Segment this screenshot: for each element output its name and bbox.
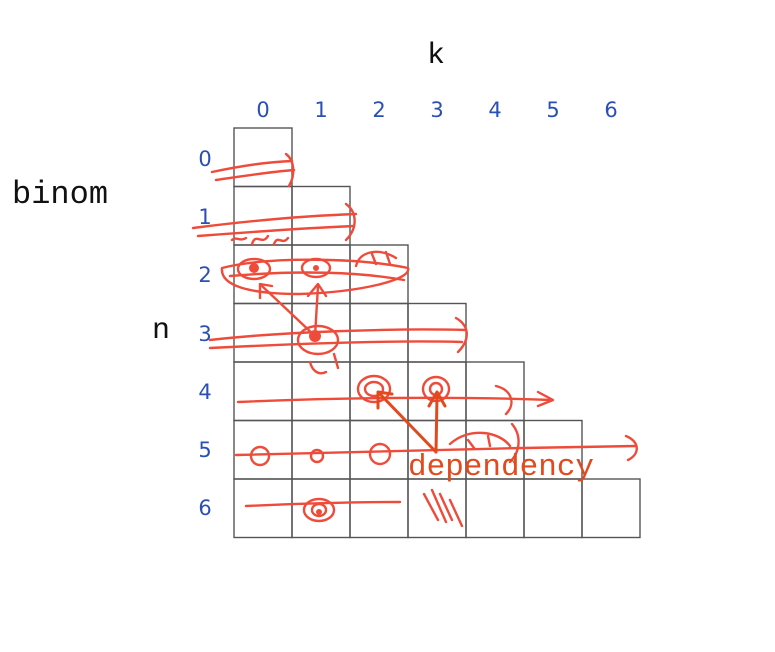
n-index: 2	[198, 263, 211, 287]
row-sweep-arrow-0	[210, 152, 296, 188]
grid-cell-5-0	[233, 419, 293, 480]
dependency-arrows-row5	[376, 390, 447, 454]
circle-cell-6-1	[302, 497, 336, 523]
binom-title: binom	[12, 176, 108, 213]
dot-cell-2-0	[249, 263, 259, 273]
dependency-arrows-row3	[258, 282, 328, 338]
circle-cell-5-1	[309, 448, 325, 464]
grid-cell-4-1	[291, 361, 351, 422]
grid-cell-6-4	[465, 478, 525, 539]
k-index: 5	[546, 98, 559, 122]
n-index: 1	[198, 205, 211, 229]
dot-cell-2-1	[313, 265, 319, 271]
dependency-label: dependency	[408, 450, 594, 485]
scribble-cell-6-3	[422, 488, 464, 528]
grid-cell-5-2	[349, 419, 409, 480]
k-index: 3	[430, 98, 443, 122]
circle-cell-4-2	[356, 374, 392, 404]
row-sweep-arrow-3	[208, 316, 468, 354]
filled-dots	[249, 263, 322, 515]
n-index: 0	[198, 147, 211, 171]
grid-cell-6-5	[523, 478, 583, 539]
k-index: 6	[604, 98, 617, 122]
k-index: 2	[372, 98, 385, 122]
grid-cell-5-1	[291, 419, 351, 480]
circle-cell-5-0	[249, 445, 271, 467]
k-index: 0	[256, 98, 269, 122]
hand-drawn-annotations	[191, 152, 638, 528]
row-sweep-arrow-1	[191, 202, 358, 242]
grid-cell-6-1	[291, 478, 351, 539]
grid-cell-4-4	[465, 361, 525, 422]
row-sweep-arrow-4	[236, 384, 555, 416]
grid-cell-6-0	[233, 478, 293, 539]
grid-cell-6-2	[349, 478, 409, 539]
n-index: 3	[198, 322, 211, 346]
circle-cell-3-1	[296, 324, 340, 356]
grid-cell-3-2	[349, 302, 409, 363]
grid-cell-6-6	[581, 478, 641, 539]
grid-cell-1-0	[233, 185, 293, 246]
grid-cell-4-0	[233, 361, 293, 422]
grid-cell-3-3	[407, 302, 467, 363]
k-axis-label: k	[427, 39, 445, 73]
dot-cell-6-1	[316, 509, 322, 515]
circle-cell-2-0	[236, 257, 272, 281]
n-index: 4	[198, 380, 211, 404]
row-sweep-arrow-5	[234, 422, 638, 464]
circle-cell-2-1	[300, 257, 332, 279]
grid-cell-6-3	[407, 478, 467, 539]
k-index: 4	[488, 98, 501, 122]
n-axis-label: n	[152, 314, 170, 348]
k-index: 1	[314, 98, 327, 122]
n-index-column: 0 1 2 3 4 5 6	[198, 147, 211, 520]
n-index: 5	[198, 438, 211, 462]
circle-cell-5-2	[368, 442, 392, 466]
grid-cell-0-0	[233, 127, 293, 188]
k-index-row: 0 1 2 3 4 5 6	[256, 98, 617, 122]
n-index: 6	[198, 496, 211, 520]
cell-circles	[236, 257, 464, 528]
